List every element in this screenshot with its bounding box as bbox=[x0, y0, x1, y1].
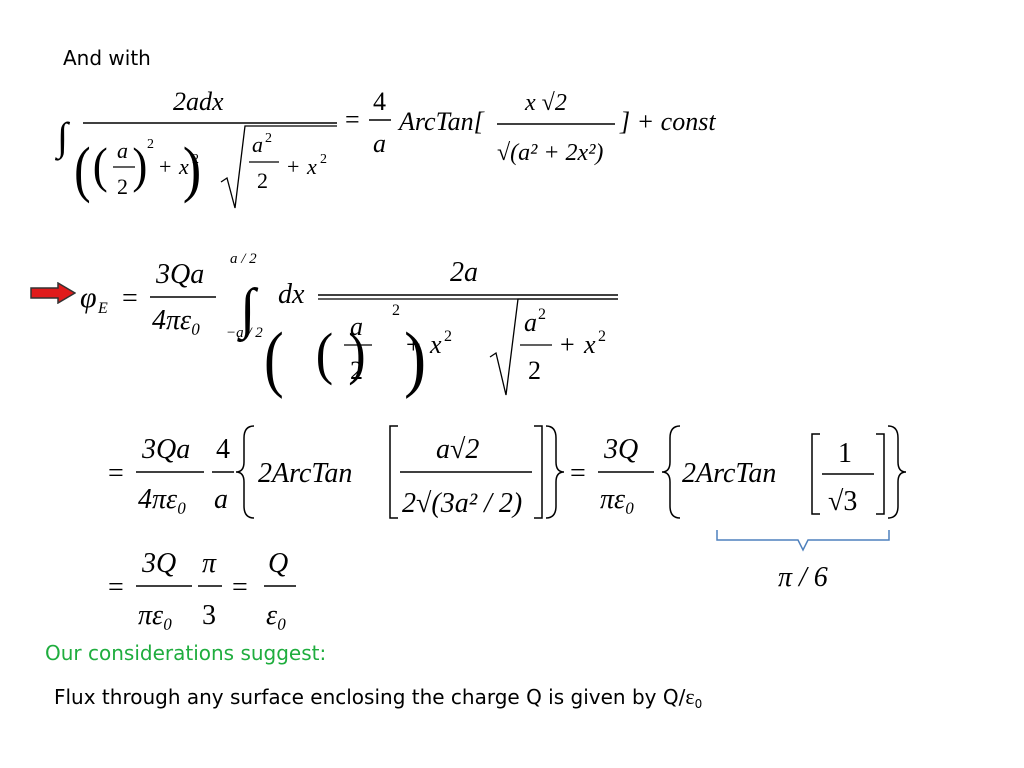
eq1-numerator: 2adx bbox=[173, 87, 224, 116]
right-arrow-icon bbox=[30, 282, 76, 304]
svg-text:2: 2 bbox=[117, 174, 128, 199]
svg-text:): ) bbox=[132, 139, 147, 194]
svg-text:2: 2 bbox=[147, 137, 154, 152]
svg-text:2: 2 bbox=[257, 168, 268, 193]
eq3-arctan: 2ArcTan bbox=[258, 458, 352, 489]
eq2-lhs: φ bbox=[80, 281, 97, 314]
eq3-frac2-num: 4 bbox=[216, 434, 230, 465]
svg-text:2: 2 bbox=[265, 131, 272, 146]
eq4-coef-den: πε₀ bbox=[138, 600, 173, 631]
svg-text:=: = bbox=[232, 572, 248, 603]
svg-text:): ) bbox=[183, 134, 202, 203]
eq4-coef-num: 3Q bbox=[141, 548, 176, 579]
eq2-upper-limit: a / 2 bbox=[230, 251, 257, 267]
svg-text:x: x bbox=[429, 330, 442, 359]
considerations-heading: Our considerations suggest: bbox=[45, 641, 327, 665]
eq3-arg-num: a√2 bbox=[436, 434, 479, 465]
big-paren-left: ( bbox=[74, 136, 91, 204]
eq2-coef-num: 3Qa bbox=[155, 259, 204, 290]
eq4-result-den: ε₀ bbox=[266, 600, 287, 631]
svg-text:+: + bbox=[159, 154, 171, 179]
eq3-frac2-den: a bbox=[214, 484, 228, 515]
svg-text:=: = bbox=[122, 283, 138, 314]
eq1-arg-num: x √2 bbox=[524, 90, 567, 116]
eq1-rhs-den: a bbox=[373, 129, 386, 158]
svg-text:a: a bbox=[252, 132, 263, 157]
svg-text:(: ( bbox=[316, 321, 333, 385]
eq2-integrand-num: 2a bbox=[450, 257, 478, 288]
equation-result: = 3Q πε₀ π 3 = Q ε₀ bbox=[108, 548, 296, 631]
epsilon-subscript: 0 bbox=[694, 697, 703, 712]
eq1-arctan: ArcTan[ bbox=[397, 107, 486, 136]
integral-sign: ∫ bbox=[55, 114, 71, 161]
svg-text:2: 2 bbox=[350, 356, 363, 385]
svg-text:2: 2 bbox=[538, 306, 546, 323]
conclusion-text: Flux through any surface enclosing the c… bbox=[54, 684, 702, 711]
brace-label: π / 6 bbox=[778, 562, 828, 593]
svg-text:2: 2 bbox=[320, 152, 327, 167]
eq3-coef-num: 3Qa bbox=[141, 434, 190, 465]
eq2-lower-limit: −a / 2 bbox=[226, 325, 263, 341]
eq3-rhs-coef-num: 3Q bbox=[603, 434, 638, 465]
eq2-lhs-sub: E bbox=[97, 300, 108, 317]
eq3-rhs-arctan: 2ArcTan bbox=[682, 458, 776, 489]
underbrace bbox=[716, 530, 890, 552]
eq4-pi-num: π bbox=[202, 548, 217, 579]
eq4-pi-den: 3 bbox=[202, 600, 216, 631]
svg-text:): ) bbox=[348, 321, 365, 385]
equation-integral-identity: ∫ 2adx ( ( a 2 ) 2 + x 2 ) a 2 2 + x 2 =… bbox=[55, 87, 716, 209]
svg-text:a: a bbox=[524, 308, 537, 337]
svg-text:x: x bbox=[583, 330, 596, 359]
svg-text:+: + bbox=[406, 330, 421, 359]
svg-text:2: 2 bbox=[528, 356, 541, 385]
svg-text:x: x bbox=[306, 154, 317, 179]
svg-text:2: 2 bbox=[192, 152, 199, 167]
svg-text:a: a bbox=[350, 312, 363, 341]
eq1-rhs-num: 4 bbox=[373, 87, 386, 116]
eq1-close: ] + const bbox=[619, 107, 716, 136]
svg-text:=: = bbox=[570, 458, 586, 489]
eq3-coef-den: 4πε₀ bbox=[138, 484, 187, 515]
svg-text:+: + bbox=[560, 330, 575, 359]
svg-text:=: = bbox=[345, 105, 360, 134]
equation-flux-integral: φ E = 3Qa 4πε₀ a / 2 ∫ −a / 2 dx 2a ( ( … bbox=[80, 251, 618, 400]
integral-sign: ∫ bbox=[237, 278, 259, 343]
svg-text:+: + bbox=[287, 154, 299, 179]
conclusion-sentence: Flux through any surface enclosing the c… bbox=[54, 685, 686, 709]
svg-text:(: ( bbox=[93, 139, 108, 194]
eq3-rhs-coef-den: πε₀ bbox=[600, 484, 635, 515]
eq1-arg-den: √(a² + 2x²) bbox=[497, 140, 603, 166]
eq3-arg-den: 2√(3a² / 2) bbox=[402, 488, 522, 519]
svg-text:2: 2 bbox=[444, 328, 452, 345]
svg-text:2: 2 bbox=[598, 328, 606, 345]
svg-text:): ) bbox=[404, 318, 426, 400]
svg-text:(: ( bbox=[264, 318, 284, 400]
eq4-result-num: Q bbox=[268, 548, 288, 579]
equation-evaluation: = 3Qa 4πε₀ 4 a 2ArcTan a√2 2√(3a² / 2) =… bbox=[108, 425, 907, 519]
intro-text: And with bbox=[63, 46, 151, 70]
svg-text:2: 2 bbox=[392, 302, 400, 319]
svg-text:x: x bbox=[178, 154, 189, 179]
eq3-rhs-arg-den: √3 bbox=[828, 486, 857, 517]
svg-text:=: = bbox=[108, 572, 124, 603]
eq2-dx: dx bbox=[278, 279, 305, 310]
svg-text:=: = bbox=[108, 458, 124, 489]
epsilon-symbol: ε bbox=[685, 684, 695, 709]
svg-text:a: a bbox=[117, 138, 128, 163]
eq2-coef-den: 4πε₀ bbox=[152, 305, 201, 336]
eq3-rhs-arg-num: 1 bbox=[838, 438, 852, 469]
